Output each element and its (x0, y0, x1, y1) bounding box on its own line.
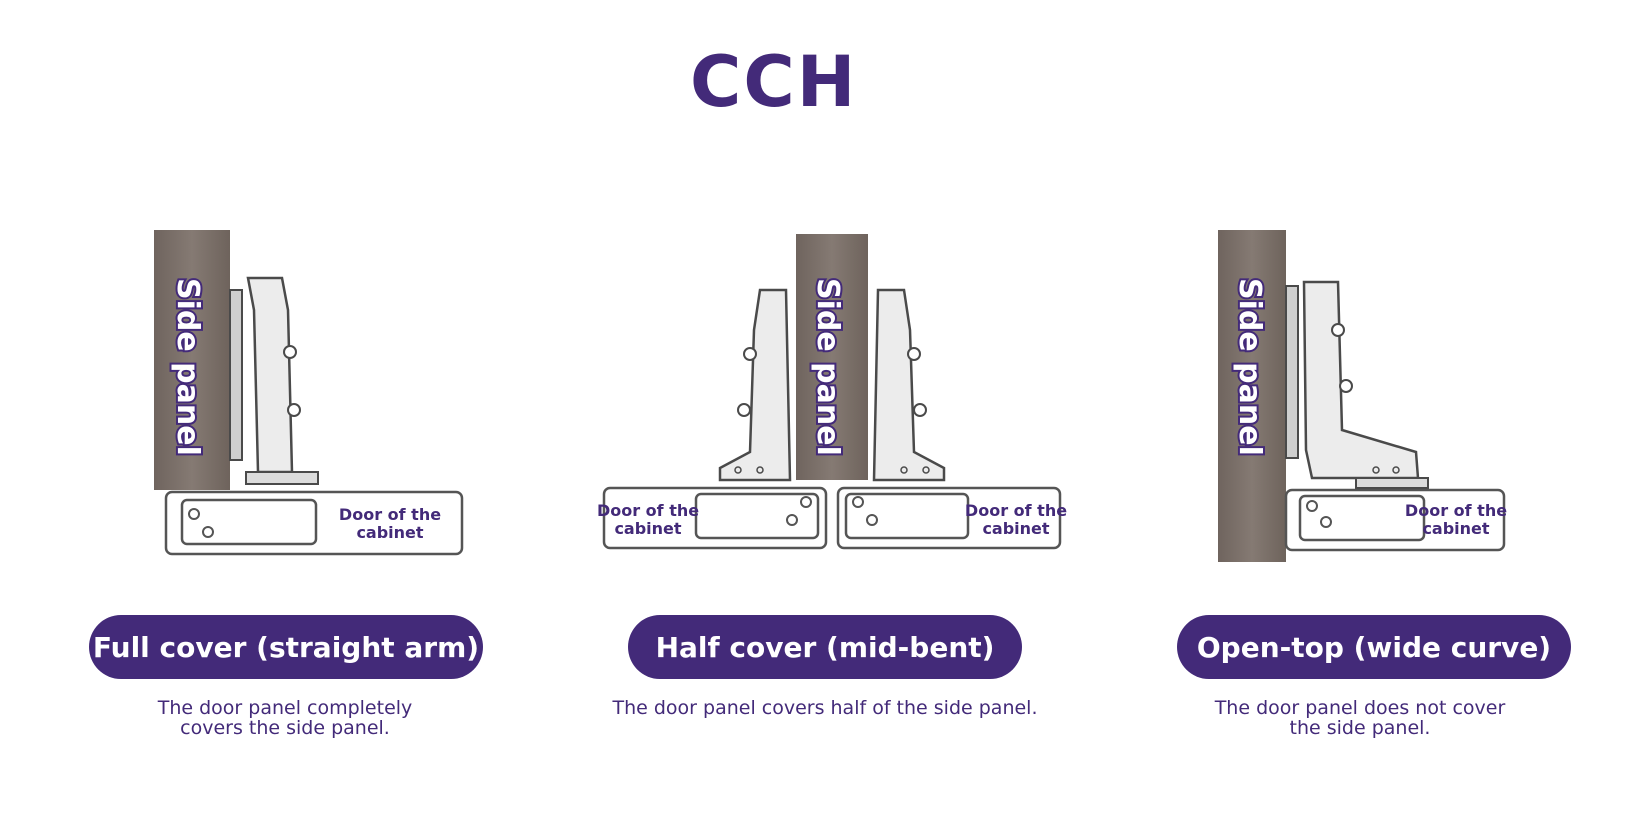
mounting-plate (1285, 285, 1299, 459)
side-panel (796, 234, 868, 480)
full-cover-diagram: Side panel Door of the cabinet (150, 230, 470, 570)
side-panel (1218, 230, 1286, 562)
open-top-diagram: Side panel Door of the cabinet (1200, 230, 1540, 570)
description-line1: The door panel covers half of the side p… (612, 697, 1038, 719)
half-cover-description: The door panel covers half of the side p… (590, 698, 1060, 718)
description-line1: The door panel does not cover (1214, 697, 1506, 719)
side-panel-label: Side panel (170, 278, 205, 456)
half-cover-title: Half cover (mid-bent) (628, 615, 1022, 679)
door-label-line1: Door of the (1405, 501, 1507, 520)
door-label-line2: cabinet (1422, 519, 1489, 538)
side-panel (154, 230, 230, 490)
side-panel-label: Side panel (1232, 278, 1267, 456)
full-cover-description: The door panel completely covers the sid… (120, 698, 450, 738)
hinge-arm (1302, 280, 1420, 480)
mounting-plate (229, 289, 243, 461)
open-top-description: The door panel does not cover the side p… (1195, 698, 1525, 738)
half-cover-diagram: Side panel Door of the cabinet Door of t… (597, 230, 1080, 570)
door-label-line1: Door of the (339, 505, 441, 524)
hinge-arm-left (718, 288, 792, 482)
description-line1: The door panel completely (157, 697, 413, 719)
side-panel-label: Side panel (810, 278, 845, 456)
door-label-line2: cabinet (356, 523, 423, 542)
description-line2: covers the side panel. (180, 717, 390, 739)
description-line2: the side panel. (1289, 717, 1431, 739)
open-top-title: Open-top (wide curve) (1177, 615, 1571, 679)
door-right-line1: Door of the (965, 501, 1067, 520)
door-left-line1: Door of the (597, 501, 699, 520)
logo-text: CCH (690, 50, 857, 114)
door-left-line2: cabinet (614, 519, 681, 538)
door-right-line2: cabinet (982, 519, 1049, 538)
hinge-arm-right (872, 288, 946, 482)
hinge-arm (246, 276, 294, 474)
full-cover-title: Full cover (straight arm) (89, 615, 483, 679)
cch-logo: CCH (690, 41, 910, 123)
